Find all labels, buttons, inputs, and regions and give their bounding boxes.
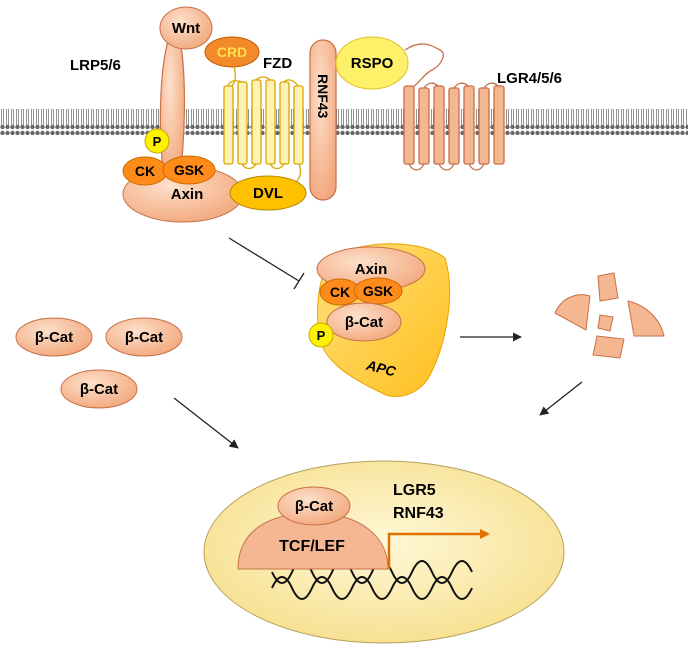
- lrp-label: LRP5/6: [70, 57, 121, 74]
- free-beta-catenin-2-label: β-Cat: [125, 329, 163, 346]
- membrane-gsk-label: GSK: [174, 162, 204, 178]
- membrane-phospho-label: P: [153, 134, 162, 149]
- cyto-axin-label: Axin: [355, 261, 388, 278]
- membrane-gsk: [162, 155, 216, 185]
- target-gene-lgr5: LGR5: [393, 482, 436, 499]
- cyto-phospho: [308, 322, 334, 348]
- inhibition-arrow: [228, 237, 305, 290]
- wnt-ligand: [159, 6, 213, 50]
- cyto-beta-catenin-label: β-Cat: [345, 314, 383, 331]
- lgr-label: LGR4/5/6: [497, 70, 562, 87]
- target-gene-rnf43: RNF43: [393, 505, 444, 522]
- cyto-gsk-label: GSK: [363, 283, 393, 299]
- lgr-receptor: [403, 43, 505, 171]
- membrane-phospho: [144, 128, 170, 154]
- dvl-protein: [229, 175, 307, 211]
- membrane-ck-label: CK: [135, 163, 155, 179]
- wnt-label: Wnt: [172, 20, 200, 37]
- cyto-ck-label: CK: [330, 284, 350, 300]
- free-beta-catenin-3-label: β-Cat: [80, 381, 118, 398]
- dvl-label: DVL: [253, 185, 283, 202]
- free-catenin-to-nucleus-arrow: [173, 397, 239, 449]
- free-beta-catenin-2: [105, 317, 183, 357]
- rspo-ligand: [335, 36, 409, 90]
- free-beta-catenin-1: [15, 317, 93, 357]
- degraded-fragments: [554, 272, 665, 359]
- nuclear-beta-catenin: [277, 486, 351, 526]
- transcription-arrow: [387, 529, 490, 569]
- fzd-label: FZD: [263, 55, 292, 72]
- tcf-lef-label: TCF/LEF: [279, 538, 345, 555]
- rspo-label: RSPO: [351, 55, 394, 72]
- fragments-to-nucleus-arrow: [539, 381, 583, 416]
- free-beta-catenin-3: [60, 369, 138, 409]
- apc-label: APC: [364, 357, 398, 380]
- rnf43-receptor-label: RNF43: [315, 74, 331, 119]
- cell-membrane: [0, 109, 688, 135]
- rnf43-receptor: [309, 39, 337, 201]
- cyto-phospho-label: P: [317, 328, 326, 343]
- nuclear-beta-catenin-label: β-Cat: [295, 498, 333, 515]
- crd-label: CRD: [217, 44, 247, 60]
- membrane-axin-label: Axin: [171, 186, 204, 203]
- free-beta-catenin-1-label: β-Cat: [35, 329, 73, 346]
- fzd-receptor: [223, 65, 304, 183]
- cyto-beta-catenin: [326, 302, 402, 342]
- crd-domain: [204, 36, 260, 68]
